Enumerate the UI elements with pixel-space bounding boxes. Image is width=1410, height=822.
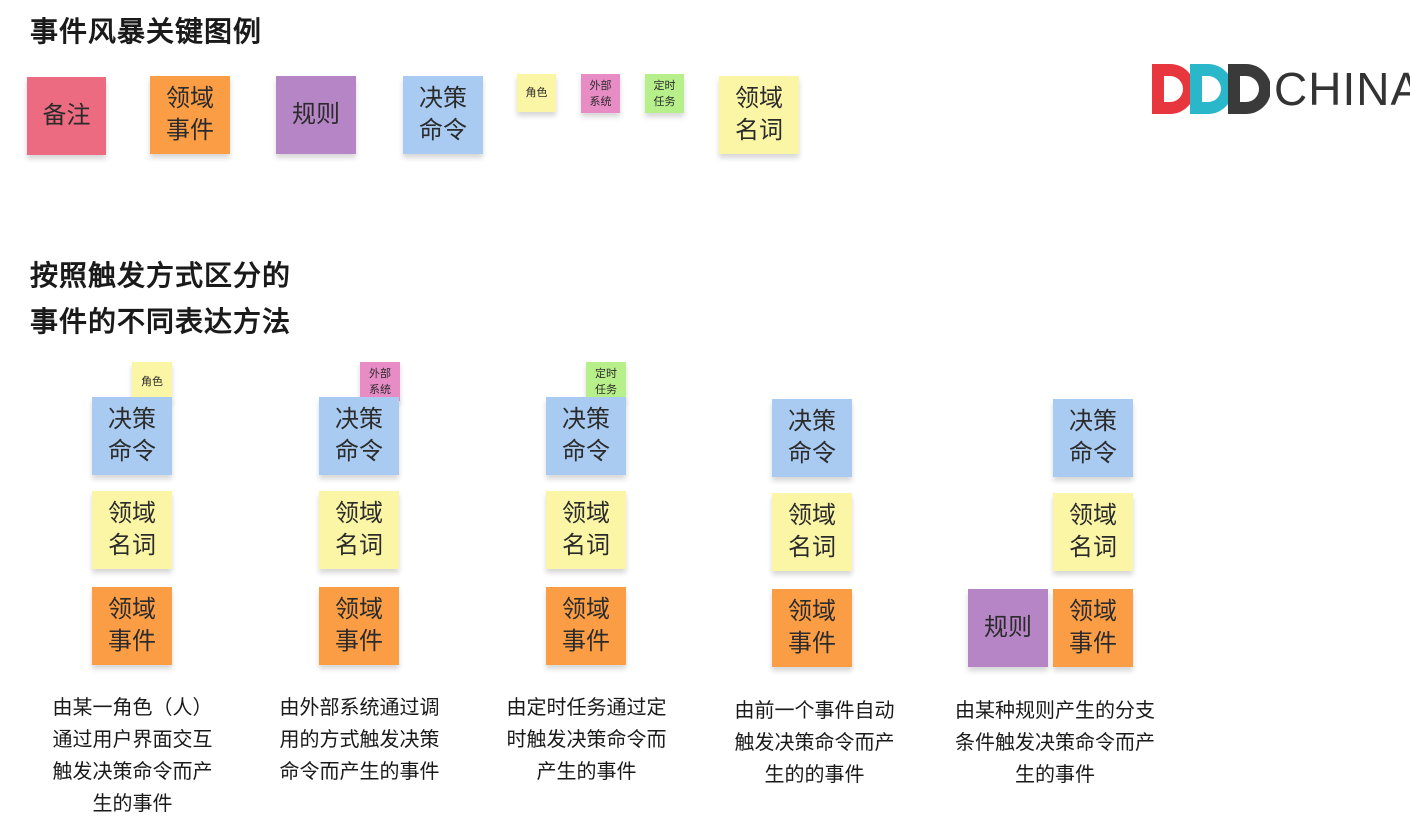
caption-timer-trigger: 由定时任务通过定 时触发决策命令而 产生的事件 [506,695,667,783]
command-note: 决策 命令 [1053,399,1133,477]
domain-event-note: 领域 事件 [1053,589,1133,667]
legend-domain-event-note: 领域 事件 [150,76,230,154]
dddchina-logo: CHINA [1152,62,1410,116]
legend-rule-note: 规则 [276,76,356,154]
ddd-logo-mark-icon [1152,64,1270,114]
legend-external-system-note: 外部 系统 [581,74,620,113]
logo-text: CHINA [1274,63,1410,115]
domain-event-note: 领域 事件 [319,587,399,665]
role-trigger-note: 角色 [132,362,172,401]
command-note: 决策 命令 [546,397,626,475]
domain-event-note: 领域 事件 [92,587,172,665]
legend-command-note: 决策 命令 [403,76,483,154]
domain-event-note: 领域 事件 [546,587,626,665]
legend-timer-note: 定时 任务 [645,74,684,113]
domain-noun-note: 领域 名词 [546,491,626,569]
command-note: 决策 命令 [92,397,172,475]
section-title-line2: 事件的不同表达方法 [30,305,292,338]
domain-noun-note: 领域 名词 [1053,493,1133,571]
caption-rule-trigger: 由某种规则产生的分支 条件触发决策命令而产 生的事件 [955,698,1155,786]
domain-noun-note: 领域 名词 [772,493,852,571]
command-note: 决策 命令 [772,399,852,477]
timer-trigger-note: 定时 任务 [586,362,626,401]
legend-title: 事件风暴关键图例 [30,15,263,48]
rule-trigger-note: 规则 [968,589,1048,667]
command-note: 决策 命令 [319,397,399,475]
caption-event-trigger: 由前一个事件自动 触发决策命令而产 生的的事件 [734,698,895,786]
caption-external-system-trigger: 由外部系统通过调 用的方式触发决策 命令而产生的事件 [279,695,440,783]
domain-noun-note: 领域 名词 [92,491,172,569]
legend-remark-note: 备注 [27,77,106,155]
domain-noun-note: 领域 名词 [319,491,399,569]
external-system-trigger-note: 外部 系统 [360,362,400,401]
legend-domain-noun-note: 领域 名词 [719,76,799,154]
legend-role-note: 角色 [517,74,556,112]
domain-event-note: 领域 事件 [772,589,852,667]
section-title-line1: 按照触发方式区分的 [30,259,292,292]
caption-role-trigger: 由某一角色（人） 通过用户界面交互 触发决策命令而产 生的事件 [52,695,213,815]
